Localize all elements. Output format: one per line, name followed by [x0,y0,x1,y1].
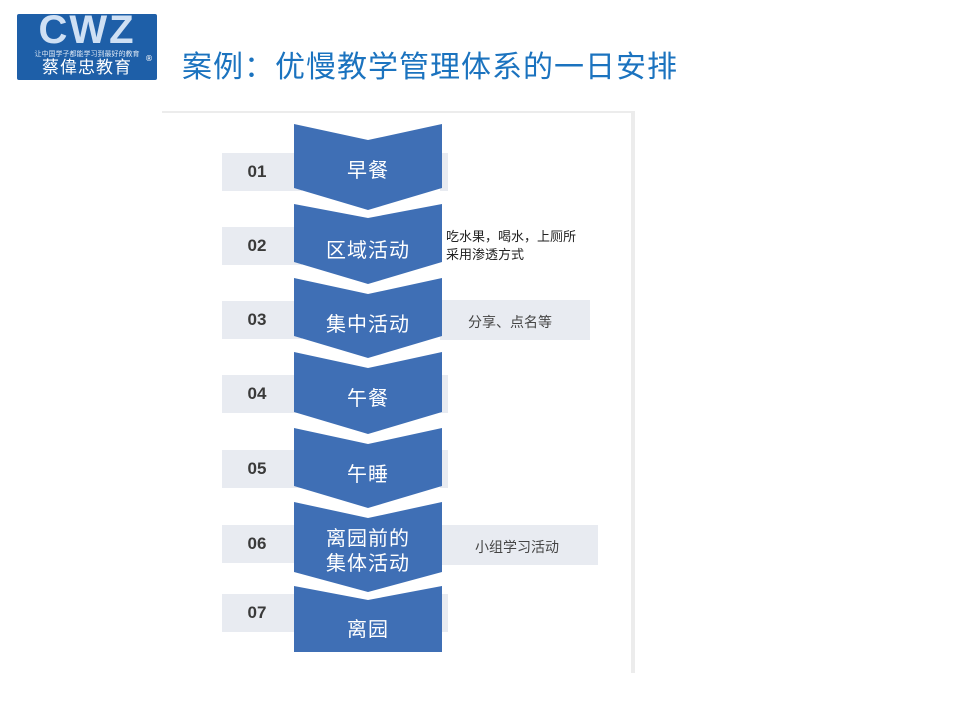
step-arrow [294,586,442,652]
brand-logo: CWZ 让中国学子都能学习到最好的教育 蔡偉忠教育 ® [17,14,157,80]
note-step06: 小组学习活动 [475,540,559,556]
step-arrow [294,352,442,434]
step-number: 04 [247,384,267,403]
step-label: 区域活动 [326,238,410,262]
step-label-line2: 集体活动 [326,551,410,575]
step-number-box: 04 [222,375,302,413]
note-step02-line2: 采用渗透方式 [446,248,525,263]
note-box-step03 [440,300,590,340]
note-box-step04 [440,375,448,413]
panel-border-right [631,113,635,673]
note-step02: 吃水果，喝水，上厕所 采用渗透方式 [446,229,576,265]
step-number-box: 03 [222,301,302,339]
page-title: 案例：优慢教学管理体系的一日安排 [182,50,678,85]
step-arrow [294,428,442,508]
step-number: 05 [247,459,267,478]
note-step03: 分享、点名等 [468,315,552,331]
logo-name: 蔡偉忠教育 [42,58,132,78]
step-arrow [294,278,442,358]
logo-registered: ® [145,54,153,63]
step-number-box: 01 [222,153,302,191]
note-step02-line1: 吃水果，喝水，上厕所 [446,230,577,245]
step-label: 离园 [347,617,389,641]
step-label: 集中活动 [326,312,410,336]
step-number-box: 06 [222,525,302,563]
step-number: 01 [247,162,267,181]
step-number: 02 [247,236,267,255]
step-arrow [294,204,442,284]
note-box-step05 [440,450,448,488]
note-box-step07 [440,594,448,632]
logo-mark: CWZ [38,14,136,52]
step-label: 午餐 [347,386,389,410]
step-label: 早餐 [347,158,389,182]
step-number-box: 02 [222,227,302,265]
note-box-step01 [440,153,448,191]
step-number-box: 05 [222,450,302,488]
step-arrow [294,502,442,592]
step-arrow [294,124,442,210]
step-label-line1: 离园前的 [326,526,410,550]
step-number-box: 07 [222,594,302,632]
logo-tagline: 让中国学子都能学习到最好的教育 [34,50,140,58]
step-label: 午睡 [347,462,389,486]
step-number: 03 [247,310,267,329]
step-number: 07 [247,603,267,622]
step-number: 06 [247,534,267,553]
note-box-step06 [440,525,598,565]
